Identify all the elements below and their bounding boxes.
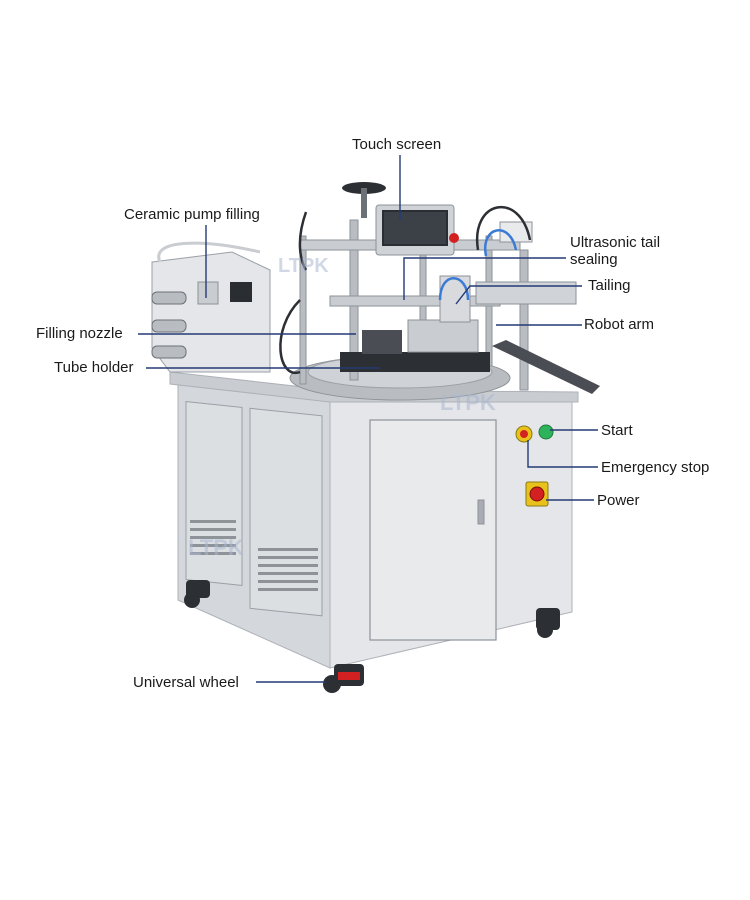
vent-grille bbox=[190, 520, 318, 591]
label-filling-nozzle: Filling nozzle bbox=[36, 325, 123, 342]
label-touch-screen: Touch screen bbox=[352, 136, 442, 153]
watermark-3: LTPK bbox=[188, 535, 244, 560]
label-start: Start bbox=[601, 422, 633, 439]
label-robot-arm: Robot arm bbox=[584, 316, 655, 333]
label-ultrasonic-tail-line1: Ultrasonic tail bbox=[570, 234, 661, 251]
touch-screen bbox=[375, 204, 455, 256]
watermark-1: LTPK bbox=[278, 255, 329, 277]
label-ultrasonic-tail-line2: sealing bbox=[570, 251, 618, 268]
label-power: Power bbox=[597, 492, 640, 509]
label-tube-holder: Tube holder bbox=[54, 359, 134, 376]
wheels bbox=[184, 580, 560, 693]
label-universal-wheel: Universal wheel bbox=[133, 674, 239, 691]
callout-lines bbox=[138, 155, 598, 683]
label-emergency-stop: Emergency stop bbox=[601, 459, 710, 476]
watermark-2: LTPK bbox=[440, 390, 496, 415]
label-tailing: Tailing bbox=[588, 277, 631, 294]
ceramic-pump-unit bbox=[151, 241, 271, 373]
cabinet bbox=[169, 371, 579, 669]
hoses bbox=[279, 205, 532, 375]
label-ceramic-pump-filling: Ceramic pump filling bbox=[124, 206, 260, 223]
